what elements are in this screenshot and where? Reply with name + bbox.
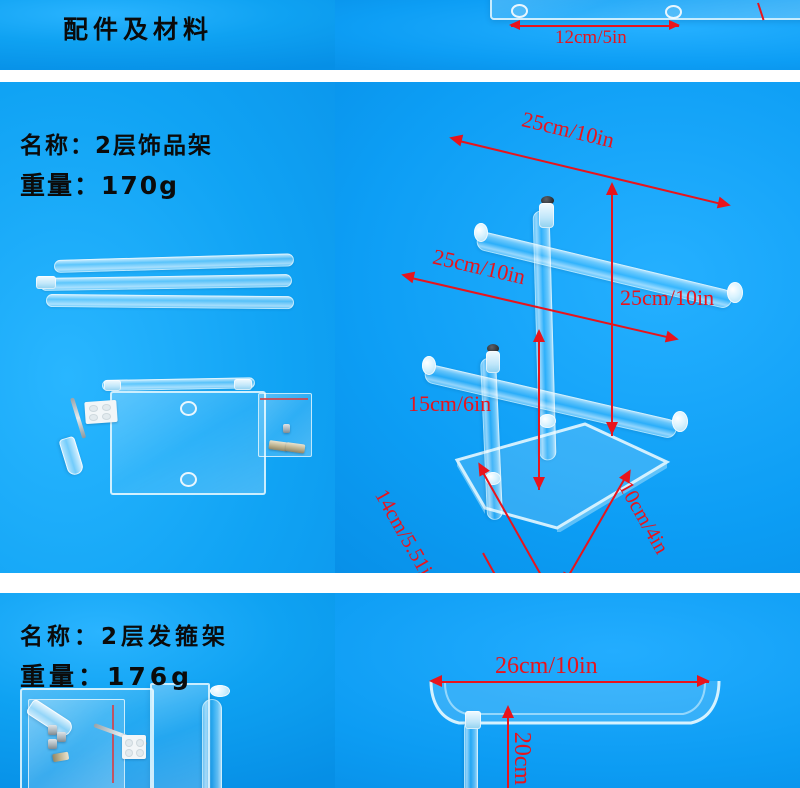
- top-right-panel: 12cm/5in: [335, 0, 800, 70]
- headband-width-arrow-right: [697, 675, 710, 687]
- acrylic-tube-2: [39, 274, 293, 291]
- headband-bag-seal: [112, 705, 114, 783]
- upper-bar-length: 25cm/10in: [519, 106, 617, 153]
- headband-pad-dot: [136, 749, 144, 757]
- headband-rack-left-panel: [0, 593, 335, 788]
- short-post-arrow-up: [533, 329, 545, 342]
- short-post-dim-line: [538, 338, 540, 490]
- rubber-pad-dot: [102, 413, 111, 420]
- headband-tube-cap: [210, 685, 230, 697]
- short-post-screw: [487, 344, 499, 353]
- post-height-short: 15cm/6in: [408, 391, 492, 416]
- upper-bar-cap-left: [474, 223, 488, 242]
- tall-post-screw: [541, 196, 554, 205]
- headband-pad-dot: [125, 739, 133, 747]
- width-arrow-left: [509, 20, 520, 30]
- headband-hardware-nut: [48, 739, 57, 749]
- headband-pad-dot: [125, 749, 133, 757]
- lower-bar-arrow-right: [664, 330, 681, 346]
- product-weight-jewelry: 重量：170g: [20, 171, 180, 200]
- upper-bar-dim-line: [454, 139, 724, 206]
- headband-acrylic-tube: [202, 699, 222, 788]
- headband-width-dim-line: [433, 681, 709, 683]
- accessories-heading-top: 配件及材料: [63, 15, 214, 44]
- acrylic-tube-3: [45, 294, 295, 310]
- hardware-bag-seal: [260, 398, 308, 400]
- acrylic-tube-1: [53, 253, 295, 273]
- jewelry-rack-left-panel: 配件及材料: [0, 82, 335, 573]
- upper-bar-arrow-left: [447, 131, 464, 147]
- tube-ferrule-2: [104, 380, 121, 391]
- tall-post-arrow-down: [606, 422, 618, 435]
- upper-bar-arrow-right: [716, 196, 733, 212]
- headband-hardware-nut: [57, 732, 66, 742]
- lower-bar-cap-right: [672, 411, 688, 432]
- acrylic-tube-4: [101, 377, 256, 391]
- headband-acrylic-panel: [150, 683, 210, 788]
- base-width-dimension: 12cm/5in: [555, 27, 627, 48]
- screwdriver-handle: [58, 435, 85, 477]
- tall-post-arrow-up: [606, 182, 618, 195]
- base-length: 14cm/5.51in: [370, 485, 443, 573]
- base-plate-hole-left: [511, 4, 528, 18]
- headband-height-arrow-up: [502, 705, 514, 718]
- short-post-arrow-down: [533, 477, 545, 490]
- width-arrow-right: [669, 20, 680, 30]
- lower-bar-arrow-left: [399, 268, 416, 284]
- tube-ferrule-1: [36, 276, 56, 289]
- width-dimension-line: [511, 25, 679, 27]
- product-weight-headband: 重量：176g: [20, 662, 194, 691]
- tall-post-ferrule: [539, 203, 554, 228]
- headband-pad-dot: [136, 739, 144, 747]
- separator-band-top: [0, 70, 800, 82]
- base-plate-hole-b: [180, 472, 197, 487]
- rubber-pad-dot: [102, 404, 111, 411]
- base-plate-hole-right: [665, 5, 682, 19]
- headband-hardware-nut: [48, 725, 57, 735]
- tall-post-dim-line: [611, 191, 613, 436]
- base-plate-top-crop: [490, 0, 800, 20]
- product-name-jewelry: 名称：2层饰品架: [20, 133, 214, 159]
- headband-center-post: [464, 721, 478, 788]
- short-post-ferrule: [486, 351, 500, 373]
- tall-post-foot: [539, 414, 556, 428]
- rubber-pad-dot: [89, 414, 98, 421]
- tube-ferrule-3: [234, 379, 252, 390]
- top-left-panel: [0, 0, 335, 70]
- headband-bar-width: 26cm/10in: [495, 653, 598, 679]
- rubber-pad-sheet: [84, 399, 118, 425]
- headband-post-ferrule: [465, 711, 481, 729]
- separator-band-bottom: [0, 573, 800, 593]
- lower-bar-cap-left: [422, 356, 436, 375]
- headband-rack-right-panel: 26cm/10in 20cm: [335, 593, 800, 788]
- rubber-pad-dot: [89, 405, 98, 412]
- headband-post-height: 20cm: [509, 731, 536, 786]
- upper-bar-cap-right: [727, 282, 743, 303]
- base-plate-hole-a: [180, 401, 197, 416]
- headband-width-arrow-left: [429, 675, 442, 687]
- product-name-headband: 名称：2层发箍架: [20, 624, 230, 650]
- jewelry-rack-right-panel: 25cm/10in 25cm/10in 25cm/10in 15cm/6in 1…: [335, 82, 800, 573]
- hardware-screw: [283, 424, 290, 433]
- post-height-tall: 25cm/10in: [620, 285, 715, 310]
